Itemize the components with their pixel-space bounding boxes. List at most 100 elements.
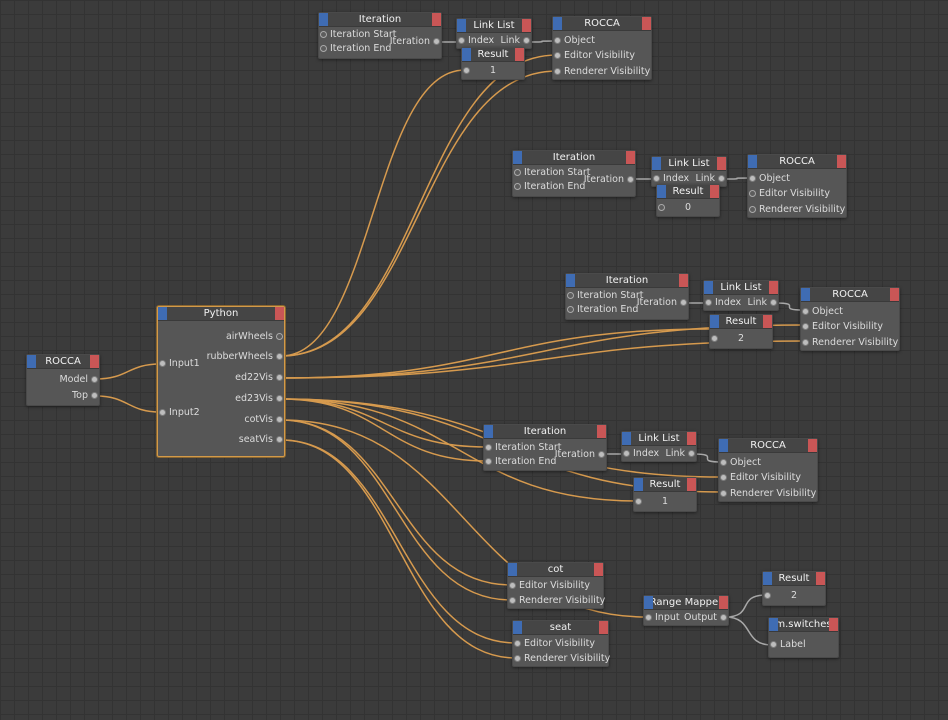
rocca-object-node[interactable]: ROCCA Object Editor Visibility Renderer …	[747, 154, 847, 218]
port-editor-visibility[interactable]: Editor Visibility	[801, 320, 883, 334]
rocca-source-node[interactable]: ROCCA Model Top	[26, 354, 100, 406]
wire-rubberwheels-result[interactable]	[280, 69, 466, 357]
port-dot[interactable]	[720, 614, 727, 621]
port-dot[interactable]	[749, 190, 756, 197]
cot-node[interactable]: cot Editor Visibility Renderer Visibilit…	[507, 562, 605, 609]
iteration-node[interactable]: Iteration Iteration Start Iteration End …	[512, 150, 636, 197]
port-dot[interactable]	[514, 640, 521, 647]
port-ed22vis[interactable]: ed22Vis	[235, 371, 284, 385]
port-dot[interactable]	[458, 37, 465, 44]
port-dot[interactable]	[770, 641, 777, 648]
port-iteration[interactable]: Iteration	[637, 296, 688, 310]
port-iteration[interactable]: Iteration	[555, 448, 606, 462]
wire-output-result[interactable]	[724, 594, 767, 618]
port-dot[interactable]	[91, 392, 98, 399]
port-result-input[interactable]	[462, 64, 525, 78]
wire-seatvis-seat-renderer[interactable]	[280, 439, 517, 659]
port-iteration-end[interactable]: Iteration End	[513, 180, 585, 194]
port-iteration-end[interactable]: Iteration End	[319, 42, 391, 56]
port-rubberwheels[interactable]: rubberWheels	[207, 350, 284, 364]
port-object[interactable]: Object	[719, 456, 761, 470]
port-dot[interactable]	[635, 498, 642, 505]
port-dot[interactable]	[276, 436, 283, 443]
port-renderer-visibility[interactable]: Renderer Visibility	[748, 203, 845, 217]
port-index[interactable]: Index	[704, 296, 741, 310]
port-top[interactable]: Top	[72, 389, 99, 403]
port-dot[interactable]	[802, 308, 809, 315]
python-node[interactable]: Python Input1 Input2 airWheels rubberWhe…	[157, 306, 285, 457]
port-link[interactable]: Link	[666, 447, 696, 461]
port-editor-visibility[interactable]: Editor Visibility	[553, 49, 635, 63]
port-label[interactable]: Label	[769, 638, 806, 652]
wire-ed22vis-renderer[interactable]	[280, 340, 805, 379]
mswitches-node[interactable]: m.switches Label	[768, 617, 839, 658]
port-dot[interactable]	[658, 204, 665, 211]
port-iteration-start[interactable]: Iteration Start	[484, 441, 562, 455]
port-editor-visibility[interactable]: Editor Visibility	[748, 187, 830, 201]
port-dot[interactable]	[688, 450, 695, 457]
port-dot[interactable]	[276, 416, 283, 423]
wire-link-object[interactable]	[527, 40, 557, 43]
port-link[interactable]: Link	[501, 34, 531, 48]
port-dot[interactable]	[749, 206, 756, 213]
port-dot[interactable]	[433, 38, 440, 45]
rocca-object-node[interactable]: ROCCA Object Editor Visibility Renderer …	[800, 287, 900, 351]
wire-ed22vis-result[interactable]	[280, 328, 714, 379]
port-dot[interactable]	[554, 52, 561, 59]
port-dot[interactable]	[598, 451, 605, 458]
port-dot[interactable]	[770, 299, 777, 306]
port-dot[interactable]	[320, 45, 327, 52]
range-mapper-node[interactable]: Range Mapper Input Output	[643, 595, 729, 626]
iteration-node[interactable]: Iteration Iteration Start Iteration End …	[565, 273, 689, 320]
port-dot[interactable]	[276, 333, 283, 340]
port-iteration[interactable]: Iteration	[390, 35, 441, 49]
wire-seatvis-seat-editor[interactable]	[280, 439, 517, 644]
wire-cotvis-cot-renderer[interactable]	[280, 419, 512, 601]
rocca-object-node[interactable]: ROCCA Object Editor Visibility Renderer …	[718, 438, 818, 502]
port-renderer-visibility[interactable]: Renderer Visibility	[801, 336, 898, 350]
iteration-node[interactable]: Iteration Iteration Start Iteration End …	[483, 424, 607, 471]
port-iteration[interactable]: Iteration	[584, 173, 635, 187]
port-editor-visibility[interactable]: Editor Visibility	[508, 579, 590, 593]
link-list-node[interactable]: Link List Index Link	[703, 280, 779, 311]
wire-ed22vis-editor[interactable]	[280, 324, 805, 379]
port-dot[interactable]	[720, 459, 727, 466]
link-list-node[interactable]: Link List Index Link	[456, 18, 532, 49]
port-dot[interactable]	[554, 37, 561, 44]
port-iteration-end[interactable]: Iteration End	[566, 303, 638, 317]
wire-link-object[interactable]	[774, 302, 805, 311]
port-editor-visibility[interactable]: Editor Visibility	[513, 637, 595, 651]
link-list-node[interactable]: Link List Index Link	[621, 431, 697, 462]
port-renderer-visibility[interactable]: Renderer Visibility	[719, 487, 816, 501]
port-dot[interactable]	[320, 31, 327, 38]
port-result-input[interactable]	[657, 201, 720, 215]
port-dot[interactable]	[567, 306, 574, 313]
result-node[interactable]: Result 2	[762, 571, 826, 606]
port-result-input[interactable]	[763, 589, 826, 603]
wire-model-input1[interactable]	[95, 363, 161, 380]
port-seatvis[interactable]: seatVis	[239, 433, 284, 447]
seat-node[interactable]: seat Editor Visibility Renderer Visibili…	[512, 620, 610, 667]
wire-ed23vis-iter-end[interactable]	[280, 398, 488, 462]
port-dot[interactable]	[705, 299, 712, 306]
port-iteration-start[interactable]: Iteration Start	[566, 289, 644, 303]
port-dot[interactable]	[749, 175, 756, 182]
link-list-node[interactable]: Link List Index Link	[651, 156, 727, 187]
port-dot[interactable]	[523, 37, 530, 44]
port-input1[interactable]: Input1	[158, 357, 200, 371]
port-model[interactable]: Model	[59, 373, 99, 387]
port-iteration-start[interactable]: Iteration Start	[319, 28, 397, 42]
port-link[interactable]: Link	[748, 296, 778, 310]
port-dot[interactable]	[718, 175, 725, 182]
port-object[interactable]: Object	[801, 305, 843, 319]
wire-rubberwheels-renderer[interactable]	[280, 70, 558, 357]
port-renderer-visibility[interactable]: Renderer Visibility	[508, 594, 605, 608]
port-output[interactable]: Output	[684, 611, 728, 625]
port-result-input[interactable]	[710, 332, 773, 346]
port-index[interactable]: Index	[622, 447, 659, 461]
result-node[interactable]: Result 2	[709, 314, 773, 349]
port-dot[interactable]	[514, 169, 521, 176]
port-dot[interactable]	[680, 299, 687, 306]
result-node[interactable]: Result 1	[633, 477, 697, 512]
port-object[interactable]: Object	[748, 172, 790, 186]
